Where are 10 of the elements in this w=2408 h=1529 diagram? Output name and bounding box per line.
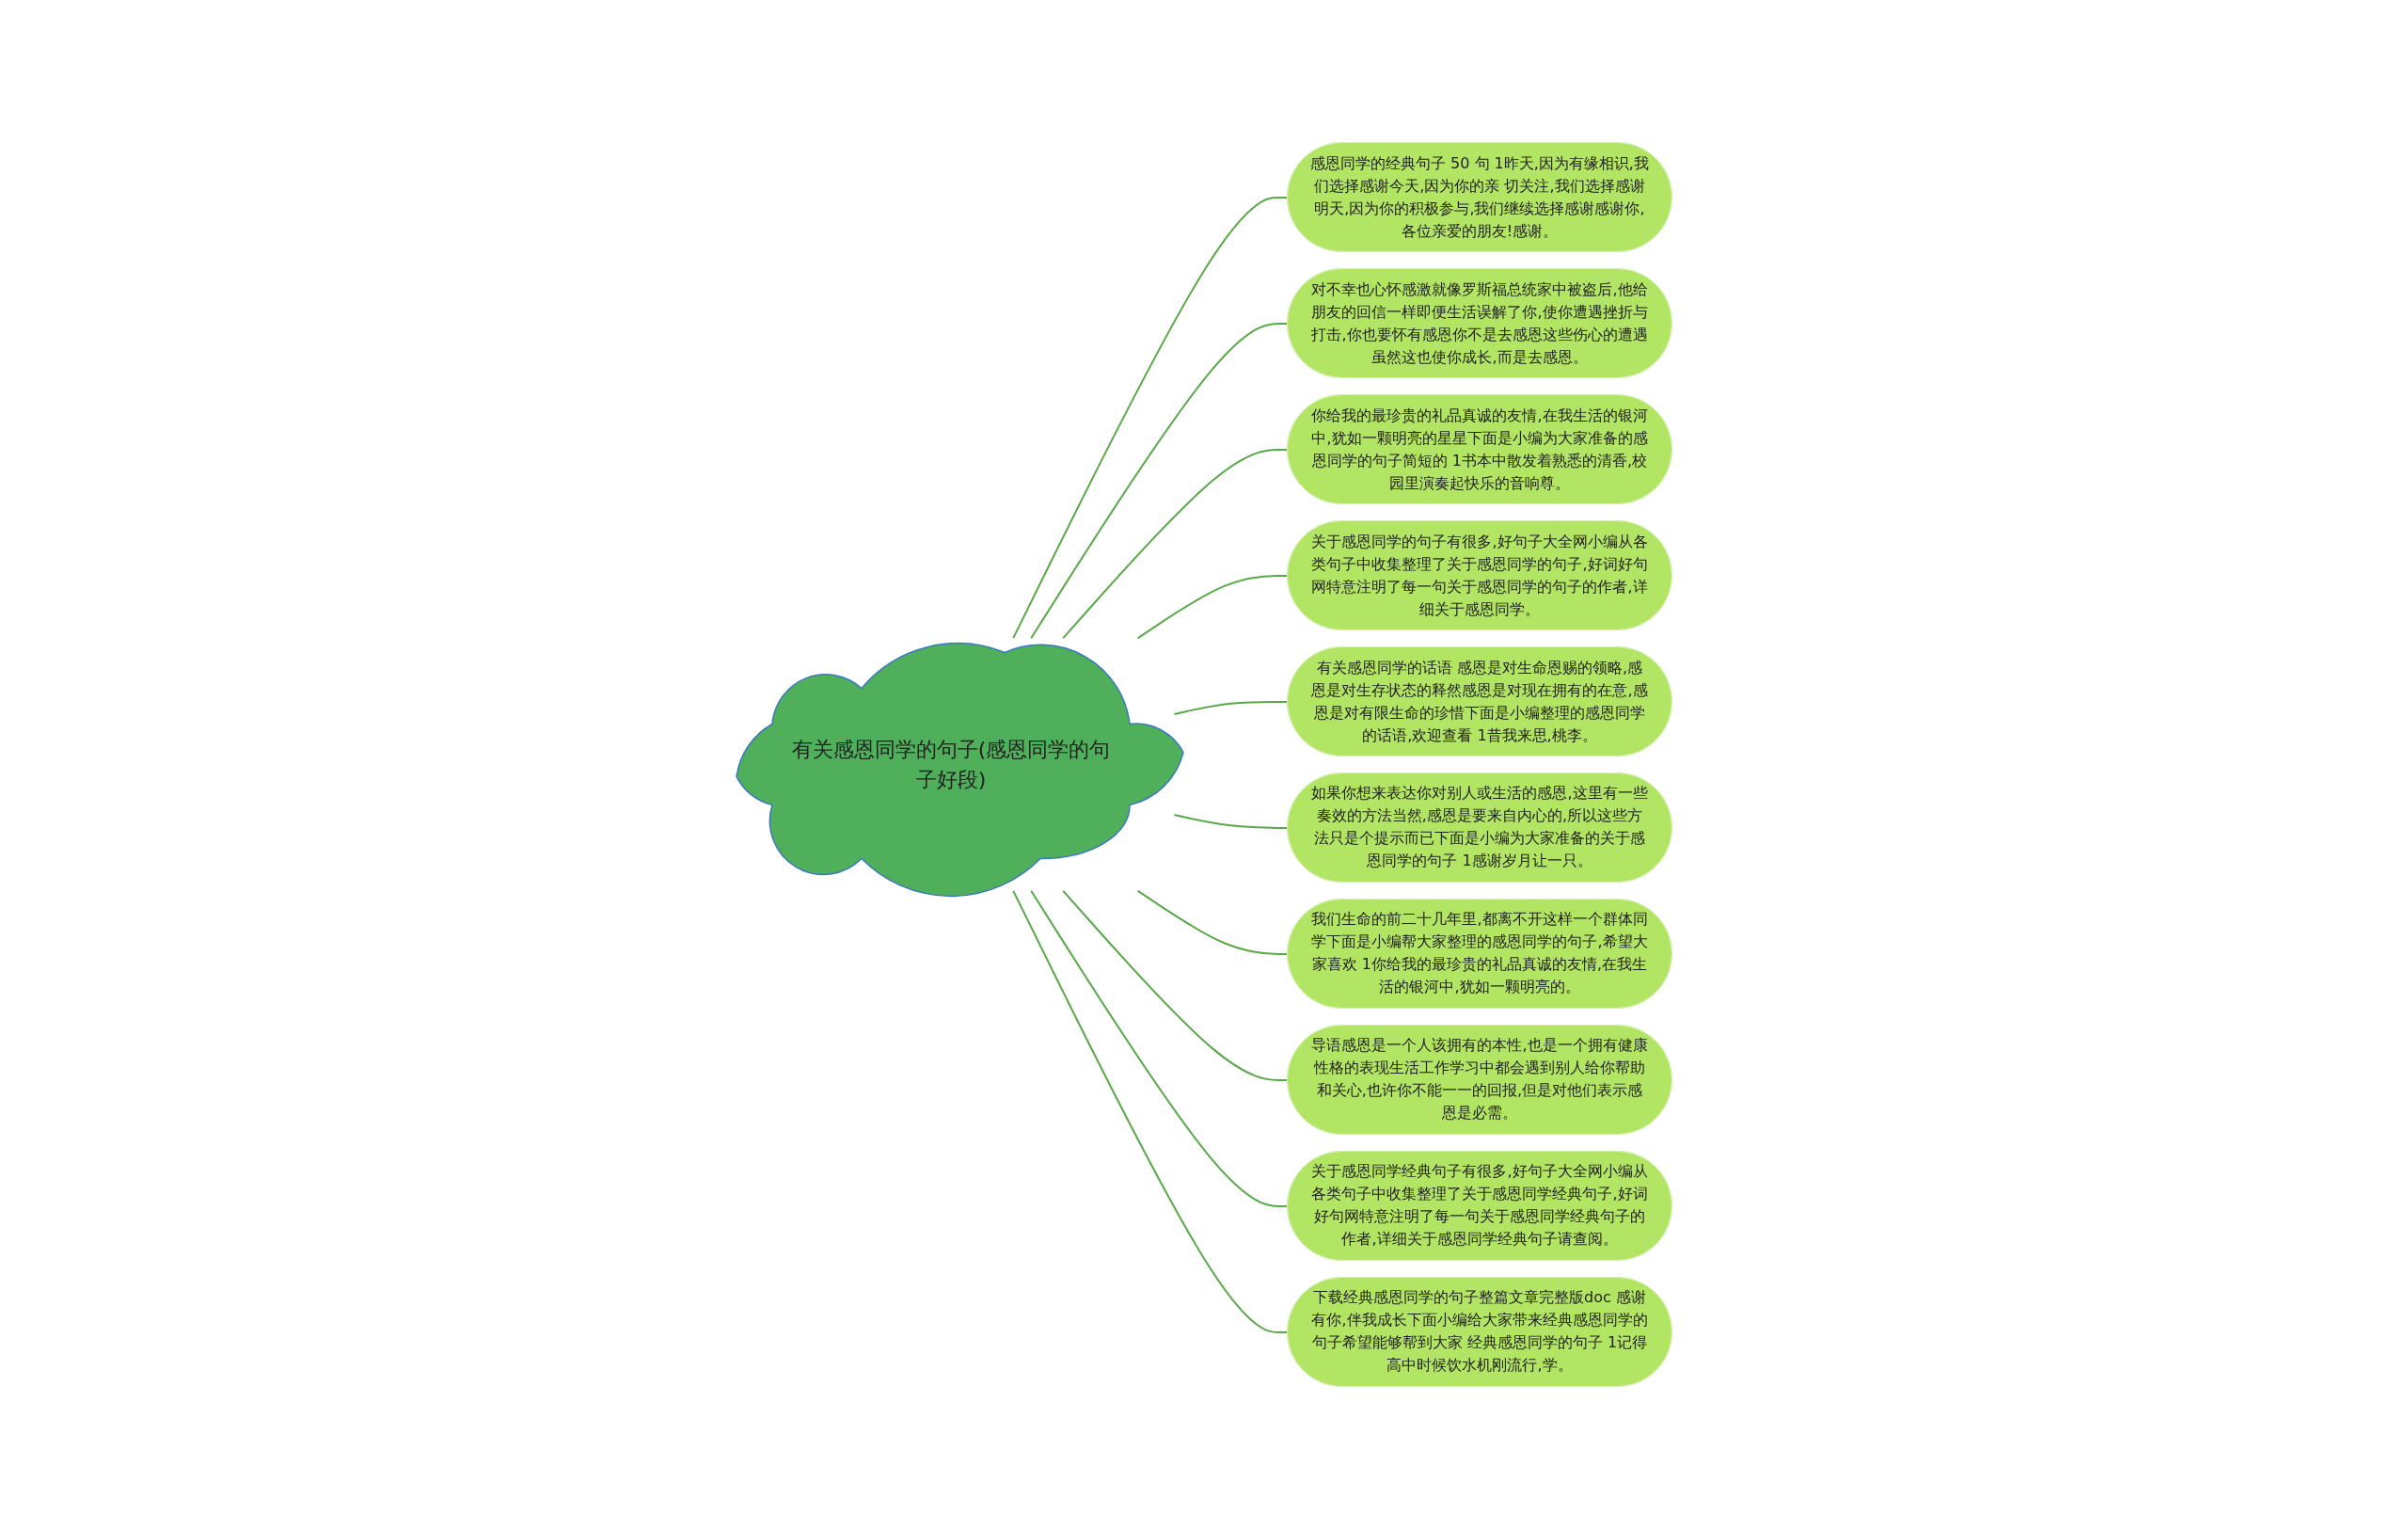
connector <box>1012 889 1289 1333</box>
connector <box>1173 814 1289 829</box>
connector <box>1136 574 1289 640</box>
connector <box>1030 322 1289 640</box>
connector <box>1062 889 1289 1081</box>
connector <box>1012 196 1289 640</box>
connector <box>1030 889 1289 1207</box>
connector <box>1173 700 1289 715</box>
connector <box>1062 448 1289 640</box>
connector <box>1136 889 1289 955</box>
